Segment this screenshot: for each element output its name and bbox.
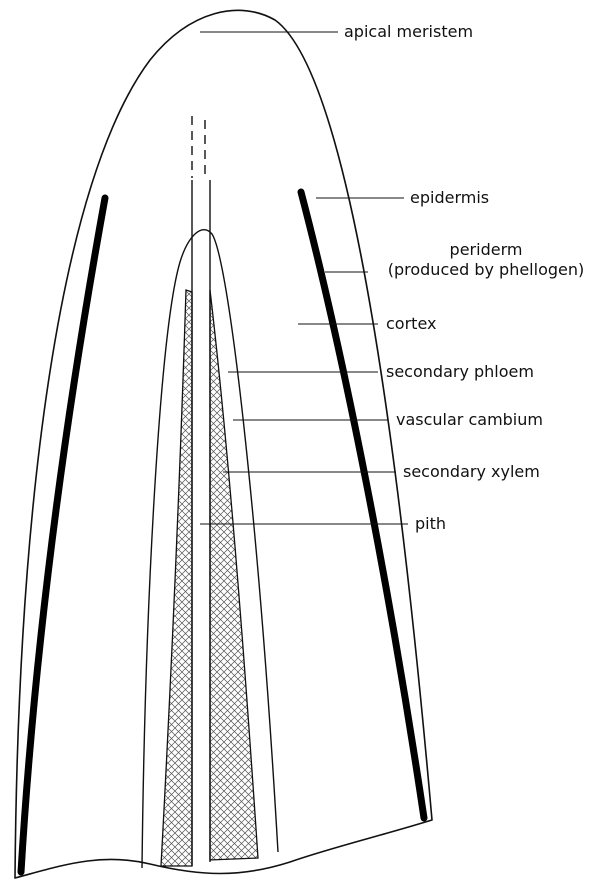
label-epidermis: epidermis <box>410 188 489 208</box>
label-pith: pith <box>415 514 446 534</box>
label-vascular-cambium: vascular cambium <box>396 410 543 430</box>
label-periderm-title: periderm <box>371 240 601 260</box>
label-apical-meristem: apical meristem <box>344 22 473 42</box>
label-secondary-phloem: secondary phloem <box>386 362 534 382</box>
label-secondary-xylem: secondary xylem <box>403 462 540 482</box>
label-cortex: cortex <box>386 314 436 334</box>
label-periderm: periderm (produced by phellogen) <box>371 240 601 280</box>
label-periderm-note: (produced by phellogen) <box>371 260 601 280</box>
